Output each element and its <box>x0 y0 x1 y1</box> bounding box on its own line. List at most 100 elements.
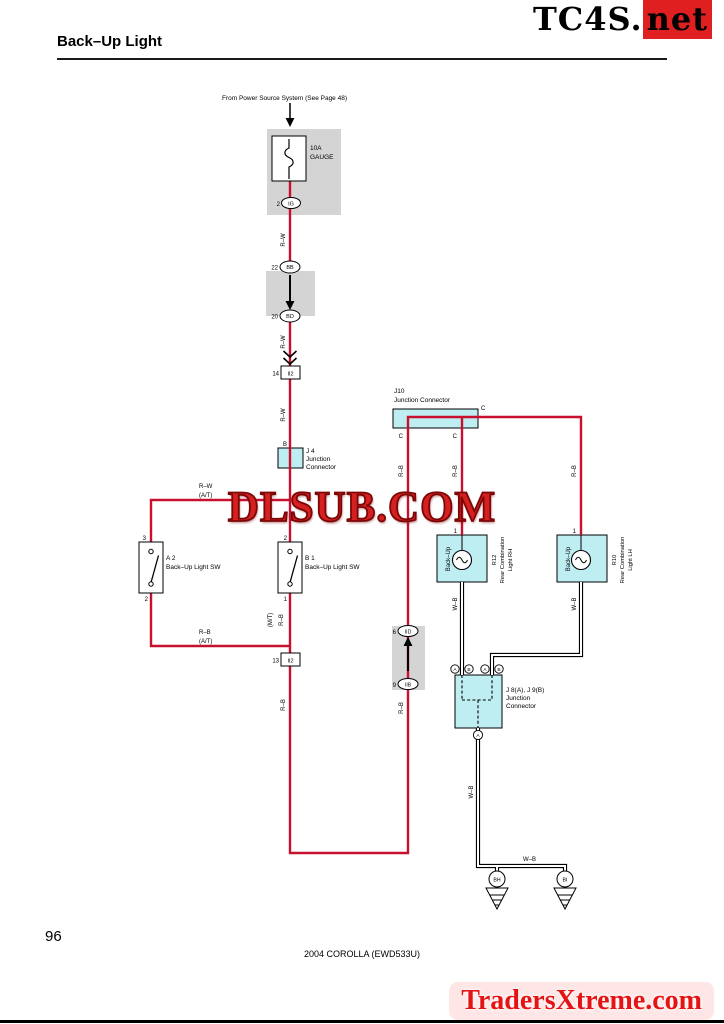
ii2-bottom-code: II2 <box>287 659 293 665</box>
j8-dashed-bus <box>461 675 493 728</box>
inline-connectors <box>279 197 419 690</box>
b1-contact-top <box>287 548 293 555</box>
r12-name: R12 <box>492 555 498 566</box>
j10-name: J10 <box>394 388 405 395</box>
page-chevron-icon <box>282 350 298 366</box>
site-logo-suffix: net <box>642 0 712 39</box>
j8-pin-tl-a: A <box>453 667 457 673</box>
bulb-r12 <box>451 535 473 571</box>
bulb-r10 <box>570 535 592 571</box>
wire-label-rb-4: R–B <box>572 465 578 477</box>
j8-pin-tl-b: B <box>467 667 470 673</box>
b1-pin-top: 2 <box>284 536 288 542</box>
iid-connector <box>397 625 419 637</box>
wire-label-rb-5: R–B <box>399 702 405 714</box>
r10-bulb-label: Back–Up <box>566 546 572 571</box>
flow-arrows <box>282 103 413 671</box>
a2-pin-bottom: 2 <box>145 597 149 603</box>
r12-desc1: Rear Combination <box>500 537 506 584</box>
j8-pin-tr-a: A <box>483 667 487 673</box>
b1-pin-bottom: 1 <box>284 597 288 603</box>
ground-code-circle <box>556 870 574 888</box>
bottom-bar <box>0 1020 724 1023</box>
b1-desc: Back–Up Light SW <box>305 564 360 571</box>
wire-label-wb-1: W–B <box>453 597 459 610</box>
wire-label-wb-4: W–B <box>523 857 536 863</box>
j10-box <box>392 408 479 429</box>
model-label: 2004 COROLLA (EWD533U) <box>303 949 421 959</box>
a2-contact-top <box>148 548 154 555</box>
filament-icon <box>575 556 587 564</box>
page-number: 96 <box>45 928 62 945</box>
a2-desc: Back–Up Light SW <box>166 564 221 571</box>
wire-label-wb-2: W–B <box>572 597 578 610</box>
ii2-bottom-pin: 13 <box>272 659 279 665</box>
ii2-top-pin: 14 <box>272 372 279 378</box>
a2-contact-bottom <box>148 581 154 587</box>
r10-desc2: Light LH <box>628 549 634 571</box>
power-arrow-head <box>285 118 295 127</box>
ground-right-code: BI <box>563 877 568 883</box>
wire-label-at-2: (A/T) <box>199 639 212 645</box>
j4-pin: B <box>283 442 287 448</box>
fuse-pin: 2 <box>277 202 281 208</box>
j8-desc2: Connector <box>506 703 537 710</box>
j8-pin-circles <box>450 664 504 741</box>
center-watermark: DLSUB.COM <box>227 483 497 532</box>
switch-b1 <box>277 541 303 594</box>
ground-code-circle <box>488 870 506 888</box>
wire-j8-to-ground-outline <box>475 728 568 872</box>
j8-name: J 8(A), J 9(B) <box>506 687 544 694</box>
ground-left <box>485 870 509 911</box>
wire-label-wb-3: W–B <box>469 785 475 798</box>
ii2-bottom-connector <box>280 652 301 667</box>
iib-connector <box>397 678 419 690</box>
wb-wires <box>459 582 584 872</box>
iib-code: IIB <box>405 683 412 689</box>
wire-a2-return <box>149 593 290 648</box>
wire-label-rw-at: R–W <box>199 484 213 490</box>
r10-pin: 1 <box>573 529 577 535</box>
j8-pin-bottom: A <box>476 733 480 739</box>
j4-desc2: Connector <box>306 464 337 471</box>
j8-pin-tr-b: B <box>497 667 500 673</box>
wire-label-rb-at: R–B <box>199 630 211 636</box>
bb-code: BB <box>286 265 294 271</box>
fuse-symbol <box>284 139 294 179</box>
wire-label-mt: (M/T) <box>268 613 274 627</box>
ground-triangle-icon <box>485 887 509 911</box>
j8-desc1: Junction <box>506 695 531 702</box>
j10-desc: Junction Connector <box>394 397 451 404</box>
j4-name: J 4 <box>306 448 315 455</box>
title-rule <box>57 58 667 60</box>
ig-connector <box>281 197 301 209</box>
wire-label-rw-2: R–W <box>281 335 287 349</box>
a2-pin-top: 3 <box>143 536 147 542</box>
wire-branch-to-a2 <box>149 498 290 542</box>
j10-pin-top: C <box>481 406 486 412</box>
bb-bd-arrow-head <box>285 301 295 310</box>
ig-code: IG <box>288 202 294 208</box>
wire-label-rw-3: R–W <box>281 408 287 422</box>
j4-desc1: Junction <box>306 456 331 463</box>
r12-desc2: Light RH <box>508 549 514 572</box>
fuse-component <box>271 135 307 182</box>
fuse-name: GAUGE <box>310 154 334 161</box>
iid-pin: 6 <box>393 630 397 636</box>
red-wires <box>149 181 583 855</box>
b1-name: B 1 <box>305 555 315 562</box>
j10-pin-mid: C <box>453 434 458 440</box>
iib-pin: 9 <box>393 683 397 689</box>
bb-connector <box>279 260 301 274</box>
wire-r10-to-j8-core <box>491 582 582 675</box>
bottom-watermark: TradersXtreme.com <box>449 982 714 1020</box>
diagram-labels: From Power Source System (See Page 48) 1… <box>143 95 634 883</box>
wire-label-rb-3: R–B <box>453 465 459 477</box>
a2-blade <box>150 555 160 583</box>
r10-desc1: Rear Combination <box>620 537 626 584</box>
site-logo-prefix: TC4S. <box>532 0 643 38</box>
page-title: Back–Up Light <box>57 33 163 50</box>
ground-right <box>553 870 577 911</box>
